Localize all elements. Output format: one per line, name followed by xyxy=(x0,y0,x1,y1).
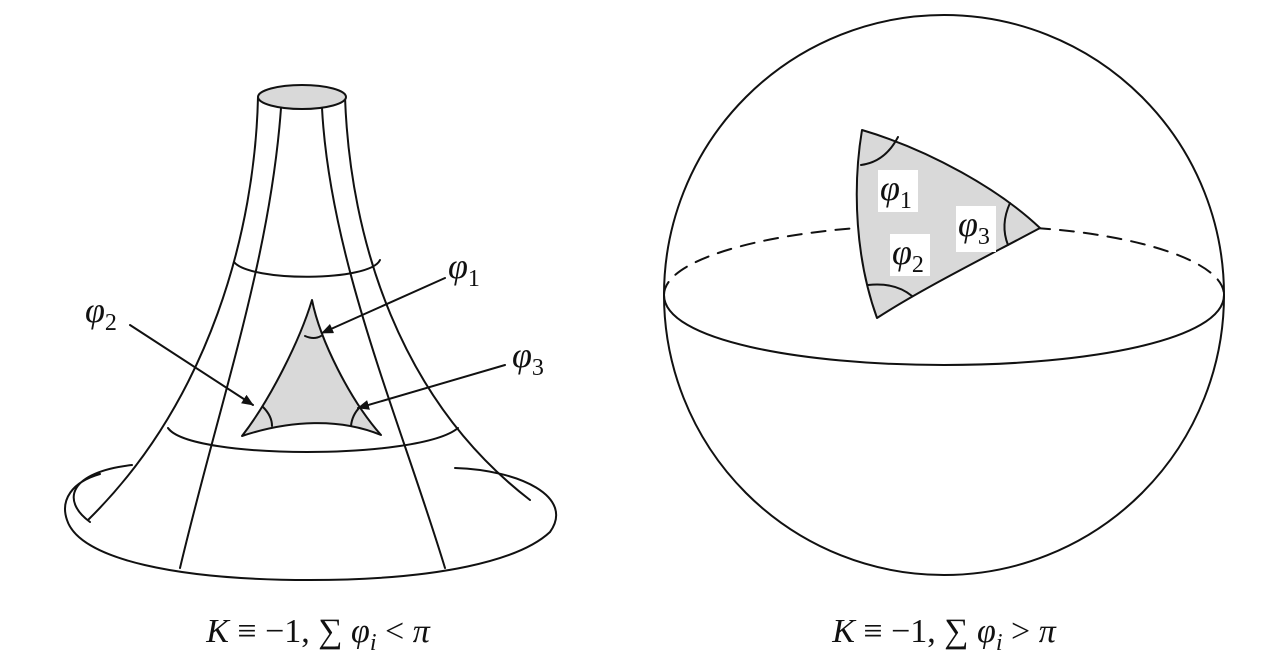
label-phi1: φ1 xyxy=(880,168,912,214)
label-phi3: φ3 xyxy=(958,204,990,250)
meridian-line xyxy=(179,107,282,569)
spherical-triangle xyxy=(855,129,1041,319)
angle-arc-phi3 xyxy=(1003,202,1011,246)
angle-arc-phi2 xyxy=(262,406,273,427)
angle-arc-phi1 xyxy=(860,136,899,166)
sphere-outline xyxy=(663,14,1225,576)
parallel-circle-upper xyxy=(233,259,381,278)
label-box-phi1 xyxy=(878,170,918,212)
pseudosphere-right-profile xyxy=(344,96,531,501)
label-phi1: φ1 xyxy=(448,246,480,292)
parallel-circle-lower xyxy=(167,427,459,453)
pseudosphere-figure: φ1 φ2 φ3 K ≡ −1, ∑ φi < π xyxy=(64,84,558,656)
meridian-line xyxy=(321,107,446,569)
sphere-figure: φ1 φ2 φ3 K ≡ −1, ∑ φi > π xyxy=(663,14,1225,656)
label-box-phi3 xyxy=(956,206,996,252)
label-phi2: φ2 xyxy=(85,290,117,336)
angle-arc-phi2 xyxy=(867,283,913,297)
label-phi2: φ2 xyxy=(892,232,924,278)
equator-back xyxy=(1035,227,1225,296)
label-phi3: φ3 xyxy=(512,335,544,381)
hyperbolic-triangle xyxy=(241,299,382,437)
arrow-phi3 xyxy=(357,364,506,410)
pseudosphere-base-rim xyxy=(64,464,558,581)
caption-positive-curvature: K ≡ −1, ∑ φi > π xyxy=(831,613,1056,656)
arrow-phi1 xyxy=(321,277,446,334)
caption-negative-curvature: K ≡ −1, ∑ φi < π xyxy=(205,613,430,656)
angle-arc-phi1 xyxy=(304,335,322,339)
pseudosphere-top-cap xyxy=(257,84,347,110)
equator-front xyxy=(663,294,1225,366)
equator-back xyxy=(663,227,859,296)
arrow-phi2 xyxy=(129,324,254,406)
pseudosphere-left-profile xyxy=(87,96,259,521)
label-box-phi2 xyxy=(890,234,930,276)
